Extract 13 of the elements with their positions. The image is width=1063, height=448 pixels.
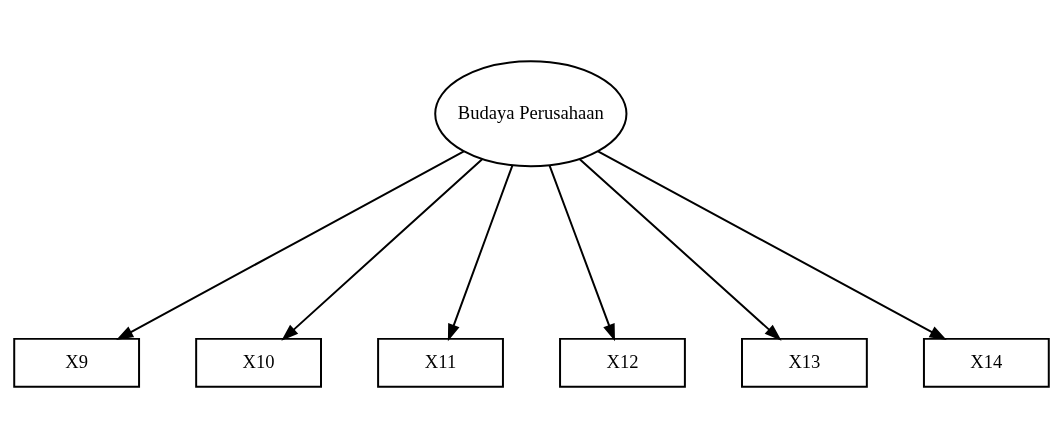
arrow — [548, 164, 615, 342]
arrow — [281, 158, 484, 341]
node-box: X13 — [741, 337, 868, 388]
node-ellipse: Budaya Perusahaan — [434, 60, 628, 168]
arrow — [447, 164, 514, 342]
node-box: X14 — [922, 337, 1050, 388]
node-box: X12 — [559, 337, 686, 388]
node-box: X9 — [13, 337, 141, 388]
arrow — [597, 150, 947, 341]
node-box: X10 — [195, 337, 322, 388]
node-box: X11 — [377, 337, 504, 388]
arrow — [116, 150, 465, 341]
arrow — [578, 158, 782, 341]
